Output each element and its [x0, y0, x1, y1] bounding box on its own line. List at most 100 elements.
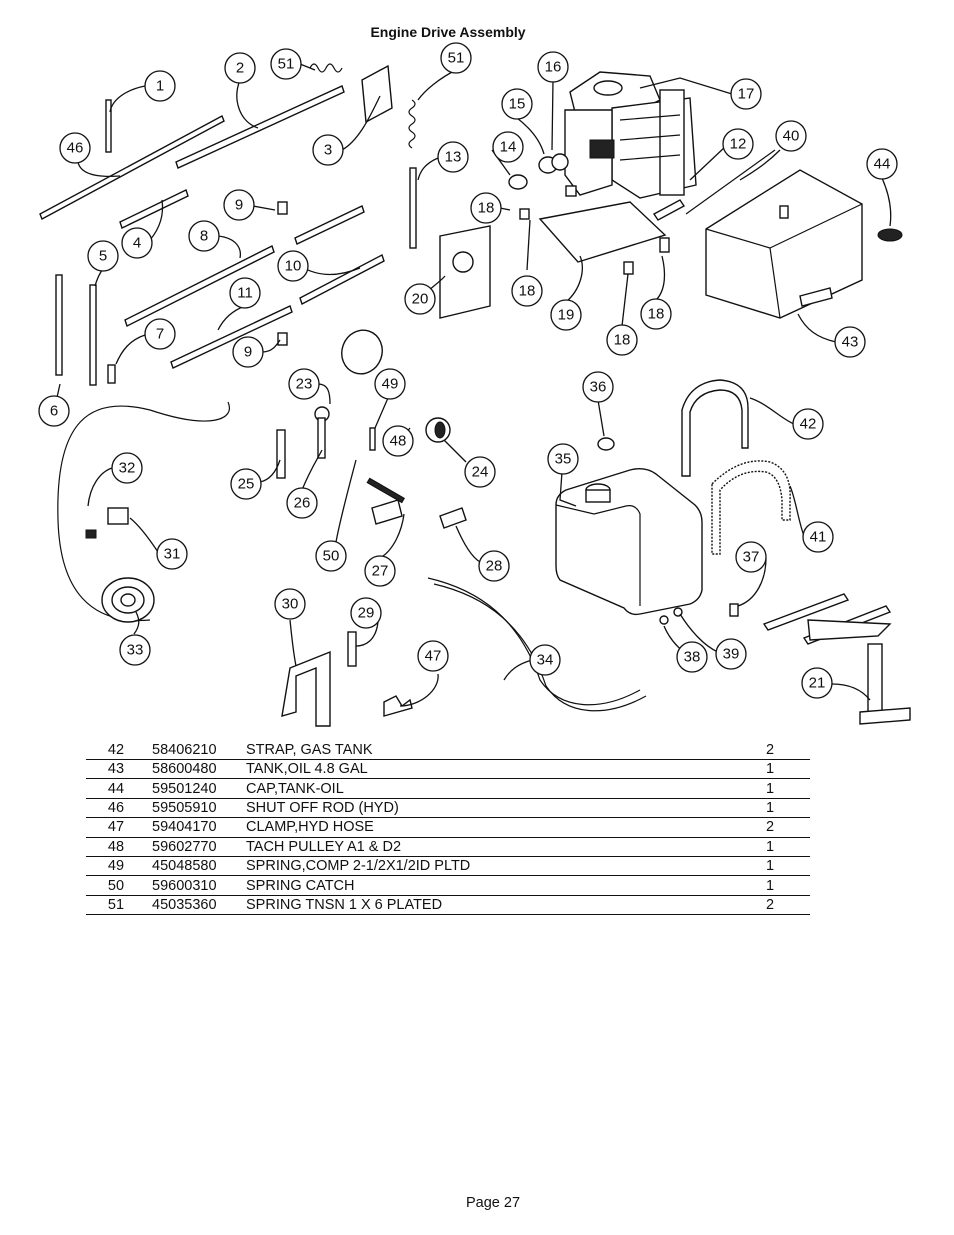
svg-text:36: 36	[590, 379, 607, 396]
svg-text:28: 28	[486, 558, 503, 575]
callout-18b: 18	[511, 275, 543, 307]
table-row: 46 59505910 SHUT OFF ROD (HYD) 1	[86, 798, 810, 818]
table-row: 44 59501240 CAP,TANK-OIL 1	[86, 779, 810, 799]
table-row: 42 58406210 STRAP, GAS TANK 2	[86, 741, 810, 760]
callout-1: 1	[144, 70, 176, 102]
callout-7: 7	[144, 318, 176, 350]
svg-text:3: 3	[324, 142, 332, 159]
callout-10: 10	[277, 250, 309, 282]
svg-text:23: 23	[296, 376, 313, 393]
svg-text:46: 46	[67, 140, 84, 157]
svg-text:51: 51	[278, 56, 295, 73]
svg-text:21: 21	[809, 675, 826, 692]
svg-text:42: 42	[800, 416, 817, 433]
svg-text:17: 17	[738, 86, 755, 103]
table-row: 50 59600310 SPRING CATCH 1	[86, 876, 810, 896]
part-description: TACH PULLEY A1 & D2	[246, 838, 402, 855]
table-row: 49 45048580 SPRING,COMP 2-1/2X1/2ID PLTD…	[86, 856, 810, 876]
svg-text:48: 48	[390, 433, 407, 450]
callout-11: 11	[229, 277, 261, 309]
svg-text:4: 4	[133, 235, 141, 252]
svg-text:29: 29	[358, 605, 375, 622]
callout-47: 47	[417, 640, 449, 672]
svg-text:39: 39	[723, 646, 740, 663]
svg-text:24: 24	[472, 464, 489, 481]
svg-text:8: 8	[200, 228, 208, 245]
callout-18d: 18	[640, 298, 672, 330]
svg-text:26: 26	[294, 495, 311, 512]
callout-38: 38	[676, 641, 708, 673]
callout-bubbles: 1 2 51 3 51 46 13 16 15 14 17 12 40 44 1…	[38, 42, 898, 699]
item-number: 47	[107, 819, 125, 836]
part-number: 58600480	[152, 761, 217, 778]
oil-tank-drawing	[705, 169, 903, 319]
callout-34: 34	[529, 644, 561, 676]
callout-36: 36	[582, 371, 614, 403]
svg-text:12: 12	[730, 136, 747, 153]
callout-30: 30	[274, 588, 306, 620]
callout-17: 17	[730, 78, 762, 110]
callout-35: 35	[547, 443, 579, 475]
table-row: 51 45035360 SPRING TNSN 1 X 6 PLATED 2	[86, 895, 810, 915]
svg-text:35: 35	[555, 451, 572, 468]
part-number: 59505910	[152, 799, 217, 816]
callout-18a: 18	[470, 192, 502, 224]
svg-text:47: 47	[425, 648, 442, 665]
svg-text:1: 1	[156, 78, 164, 95]
callout-46: 46	[59, 132, 91, 164]
svg-text:5: 5	[99, 248, 107, 265]
callout-32: 32	[111, 452, 143, 484]
shut-off-rod-drawing	[39, 63, 417, 386]
item-number: 51	[107, 896, 125, 913]
svg-text:27: 27	[372, 563, 389, 580]
part-number: 59602770	[152, 838, 217, 855]
callout-23: 23	[288, 368, 320, 400]
leader-lines	[55, 63, 892, 707]
callout-27: 27	[364, 555, 396, 587]
callout-9a: 9	[223, 189, 255, 221]
callout-25: 25	[230, 468, 262, 500]
svg-text:16: 16	[545, 59, 562, 76]
part-number: 45048580	[152, 858, 217, 875]
svg-text:44: 44	[874, 156, 891, 173]
part-description: SHUT OFF ROD (HYD)	[246, 799, 399, 816]
part-quantity: 2	[766, 896, 775, 913]
part-quantity: 1	[766, 761, 775, 778]
middle-parts-drawing	[57, 329, 467, 623]
callout-24: 24	[464, 456, 496, 488]
item-number: 46	[107, 799, 125, 816]
callout-49: 49	[374, 368, 406, 400]
svg-text:13: 13	[445, 149, 462, 166]
svg-text:9: 9	[244, 344, 252, 361]
svg-text:14: 14	[500, 139, 517, 156]
callout-43: 43	[834, 326, 866, 358]
svg-text:18: 18	[478, 200, 495, 217]
svg-text:18: 18	[519, 283, 536, 300]
callout-28: 28	[478, 550, 510, 582]
svg-text:34: 34	[537, 652, 554, 669]
callout-48: 48	[382, 425, 414, 457]
page-number: Page 27	[465, 1195, 521, 1211]
callout-41: 41	[802, 521, 834, 553]
callout-50: 50	[315, 540, 347, 572]
svg-text:7: 7	[156, 326, 164, 343]
item-number: 50	[107, 877, 125, 894]
svg-text:51: 51	[448, 50, 465, 67]
exploded-parts-diagram: 1 2 51 3 51 46 13 16 15 14 17 12 40 44 1…	[38, 42, 911, 727]
part-description: STRAP, GAS TANK	[246, 742, 373, 758]
callout-13: 13	[437, 141, 469, 173]
part-number: 59600310	[152, 877, 217, 894]
svg-text:32: 32	[119, 460, 136, 477]
svg-text:41: 41	[810, 529, 827, 546]
part-description: SPRING CATCH	[246, 877, 355, 894]
callout-51b: 51	[440, 42, 472, 74]
callout-31: 31	[156, 538, 188, 570]
svg-text:19: 19	[558, 307, 575, 324]
gas-tank-drawing	[555, 379, 911, 725]
callout-42: 42	[792, 408, 824, 440]
part-number: 59404170	[152, 819, 217, 836]
svg-text:18: 18	[614, 332, 631, 349]
svg-text:43: 43	[842, 334, 859, 351]
engine-drawing	[439, 71, 776, 319]
callout-16: 16	[537, 51, 569, 83]
